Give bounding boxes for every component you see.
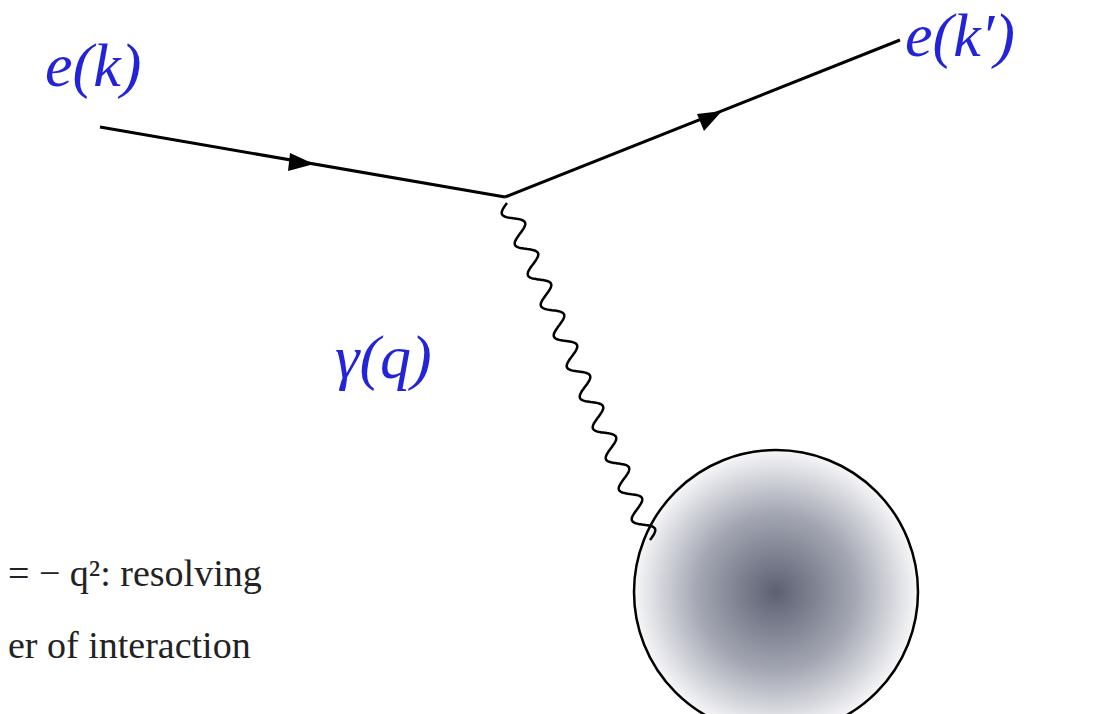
target-blob bbox=[634, 450, 918, 714]
particle-label: γ(q) bbox=[335, 322, 432, 393]
electron-arrowhead bbox=[288, 153, 314, 171]
photon-wavy-line bbox=[502, 203, 656, 540]
particle-label: e(k′) bbox=[905, 0, 1015, 71]
note-text: = − q²: resolving bbox=[8, 552, 262, 596]
note-text: er of interaction bbox=[8, 624, 251, 668]
particle-label: e(k) bbox=[45, 30, 141, 101]
incoming-electron-line bbox=[100, 127, 505, 197]
electron-arrowhead bbox=[697, 111, 722, 131]
outgoing-electron-line bbox=[505, 40, 900, 197]
